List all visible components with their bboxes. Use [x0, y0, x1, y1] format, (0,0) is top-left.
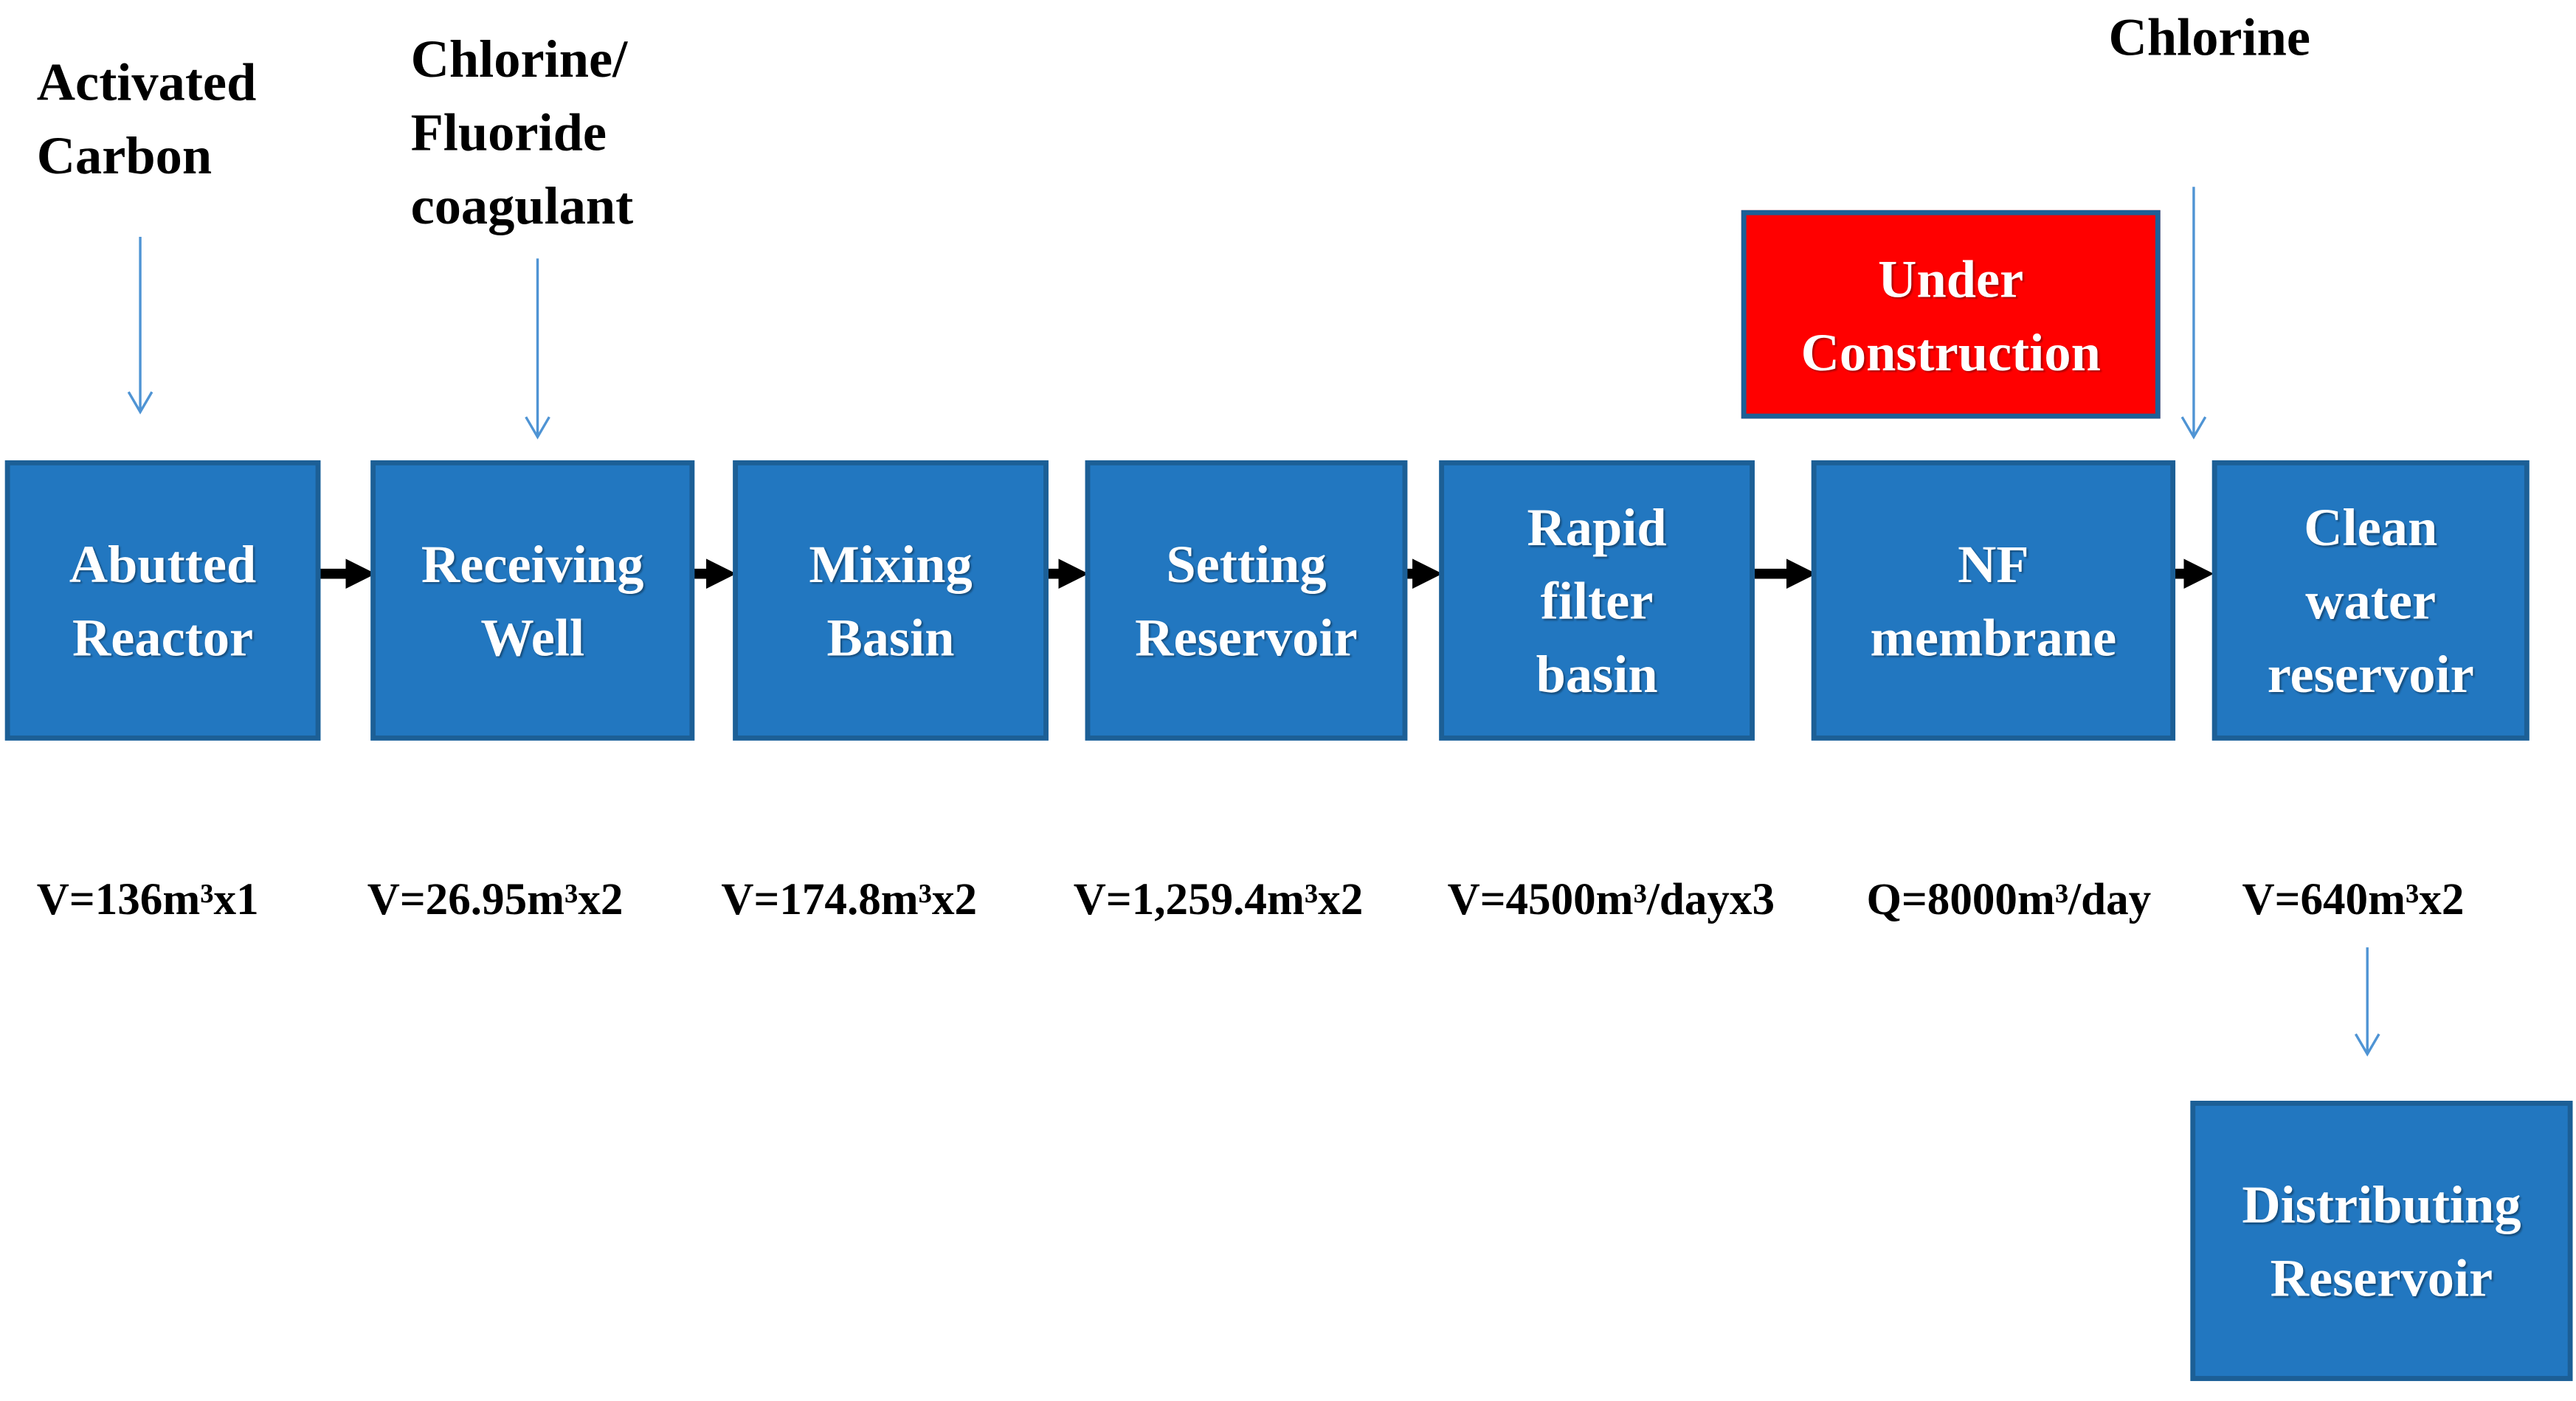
spec-setting-reservoir: V=1,259.4m³x2: [1073, 874, 1364, 924]
stage-rapid-filter-basin: Rapid filter basin: [1439, 460, 1755, 741]
stage-mixing-basin: Mixing Basin: [733, 460, 1049, 741]
stage-nf-membrane: NF membrane: [1811, 460, 2176, 741]
spec-clean-water-reservoir: V=640m³x2: [2242, 874, 2465, 924]
spec-receiving-well: V=26.95m³x2: [367, 874, 624, 924]
stage-receiving-well: Receiving Well: [370, 460, 695, 741]
spec-mixing-basin: V=174.8m³x2: [721, 874, 978, 924]
activated-carbon-label: Activated Carbon: [36, 52, 257, 185]
under-construction-box: Under Construction: [1741, 210, 2161, 419]
output-arrow-distribution: [2354, 947, 2380, 1057]
spec-abutted-reactor: V=136m³x1: [36, 874, 259, 924]
stage-clean-water-reservoir: Clean water reservoir: [2211, 460, 2530, 741]
stage-setting-reservoir: Setting Reservoir: [1085, 460, 1408, 741]
chlorine-fluoride-label: Chlorine/ Fluoride coagulant: [410, 28, 634, 235]
input-arrow-chlorine-fluoride: [525, 258, 550, 440]
input-arrow-chlorine: [2180, 187, 2207, 440]
stage-abutted-reactor: Abutted Reactor: [4, 460, 321, 741]
stage-distributing-reservoir: Distributing Reservoir: [2190, 1101, 2573, 1381]
input-arrow-activated-carbon: [127, 237, 153, 415]
chlorine-label: Chlorine: [2108, 7, 2311, 67]
spec-nf-membrane: Q=8000m³/day: [1866, 874, 2152, 924]
spec-rapid-filter-basin: V=4500m³/dayx3: [1447, 874, 1775, 924]
